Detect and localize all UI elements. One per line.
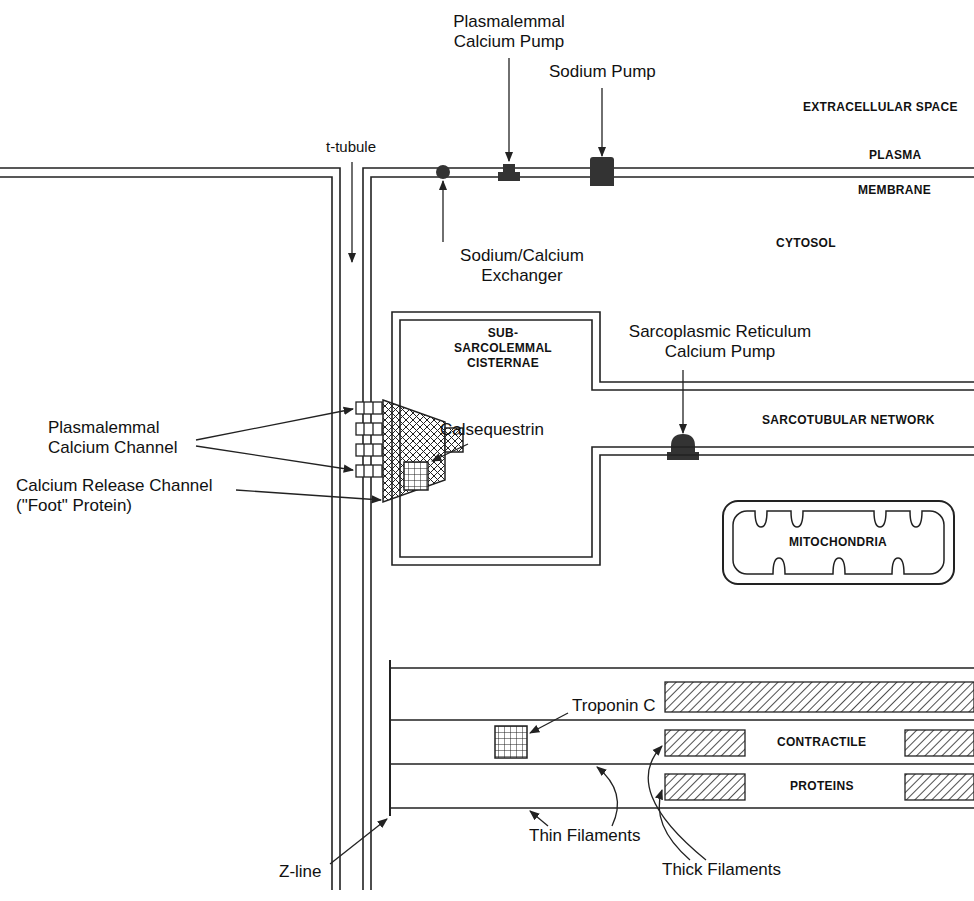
calcium-channels — [356, 402, 382, 477]
calsequestrin-symbol — [404, 462, 428, 490]
part-label: Thick Filaments — [662, 860, 781, 880]
part-label: Thin Filaments — [529, 826, 640, 846]
channel-symbol — [356, 465, 382, 477]
channel-symbol — [356, 444, 382, 456]
troponin-symbol — [495, 726, 527, 758]
leader-arrow — [330, 819, 387, 864]
part-label: Z-line — [279, 862, 322, 882]
leader-arrow — [530, 713, 568, 733]
part-label: Sarcoplasmic Reticulum Calcium Pump — [615, 322, 825, 363]
leader-arrow — [601, 88, 602, 156]
thick-filament — [665, 682, 974, 712]
organelle-label: MITOCHONDRIA — [789, 535, 887, 550]
region-label: CYTOSOL — [776, 236, 836, 251]
calcium-pump-symbol — [498, 164, 520, 181]
region-label: EXTRACELLULAR SPACE — [803, 100, 958, 115]
mitochondria-cristae — [733, 511, 944, 574]
leader-arrow — [648, 746, 706, 860]
leader-arrow — [682, 370, 683, 433]
channel-divider — [364, 402, 373, 477]
leader-arrow — [659, 790, 690, 860]
part-label: t-tubule — [326, 138, 376, 156]
thick-filament — [665, 730, 745, 756]
leader-arrow — [442, 181, 443, 242]
thick-filaments — [665, 682, 974, 800]
leader-arrow — [530, 811, 548, 826]
region-label: SUB- SARCOLEMMAL CISTERNAE — [449, 326, 557, 371]
leader-arrow — [236, 490, 381, 500]
part-label: Sodium Pump — [549, 62, 656, 82]
region-label: MEMBRANE — [858, 183, 931, 198]
part-label: Plasmalemmal Calcium Pump — [444, 12, 574, 53]
part-label: Troponin C — [572, 696, 655, 716]
leader-arrow — [351, 162, 352, 262]
channel-symbol — [356, 423, 382, 435]
thick-filament — [905, 774, 974, 800]
leader-arrow — [508, 58, 509, 161]
part-label: Plasmalemmal Calcium Channel — [48, 418, 198, 459]
thick-filament — [905, 730, 974, 756]
part-label: Calcium Release Channel ("Foot" Protein) — [16, 476, 231, 517]
region-label: PROTEINS — [790, 779, 854, 794]
leader-arrow — [432, 444, 468, 461]
part-label: Sodium/Calcium Exchanger — [452, 246, 592, 287]
leader-arrows — [196, 58, 706, 864]
plasma-membrane — [0, 168, 974, 890]
leader-arrow — [196, 446, 353, 470]
region-label: PLASMA — [869, 148, 921, 163]
leader-arrow — [597, 767, 617, 826]
channel-symbol — [356, 402, 382, 414]
leader-arrow — [196, 409, 353, 440]
exchanger-symbol — [436, 165, 450, 179]
part-label: Calsequestrin — [440, 420, 544, 440]
thick-filament — [665, 774, 745, 800]
sodium-pump-symbol — [590, 157, 614, 186]
mitochondria-box: MITOCHONDRIA — [722, 500, 955, 585]
region-label: SARCOTUBULAR NETWORK — [762, 413, 935, 428]
thin-filament — [390, 668, 974, 808]
region-label: CONTRACTILE — [777, 735, 866, 750]
z-line — [389, 660, 391, 816]
